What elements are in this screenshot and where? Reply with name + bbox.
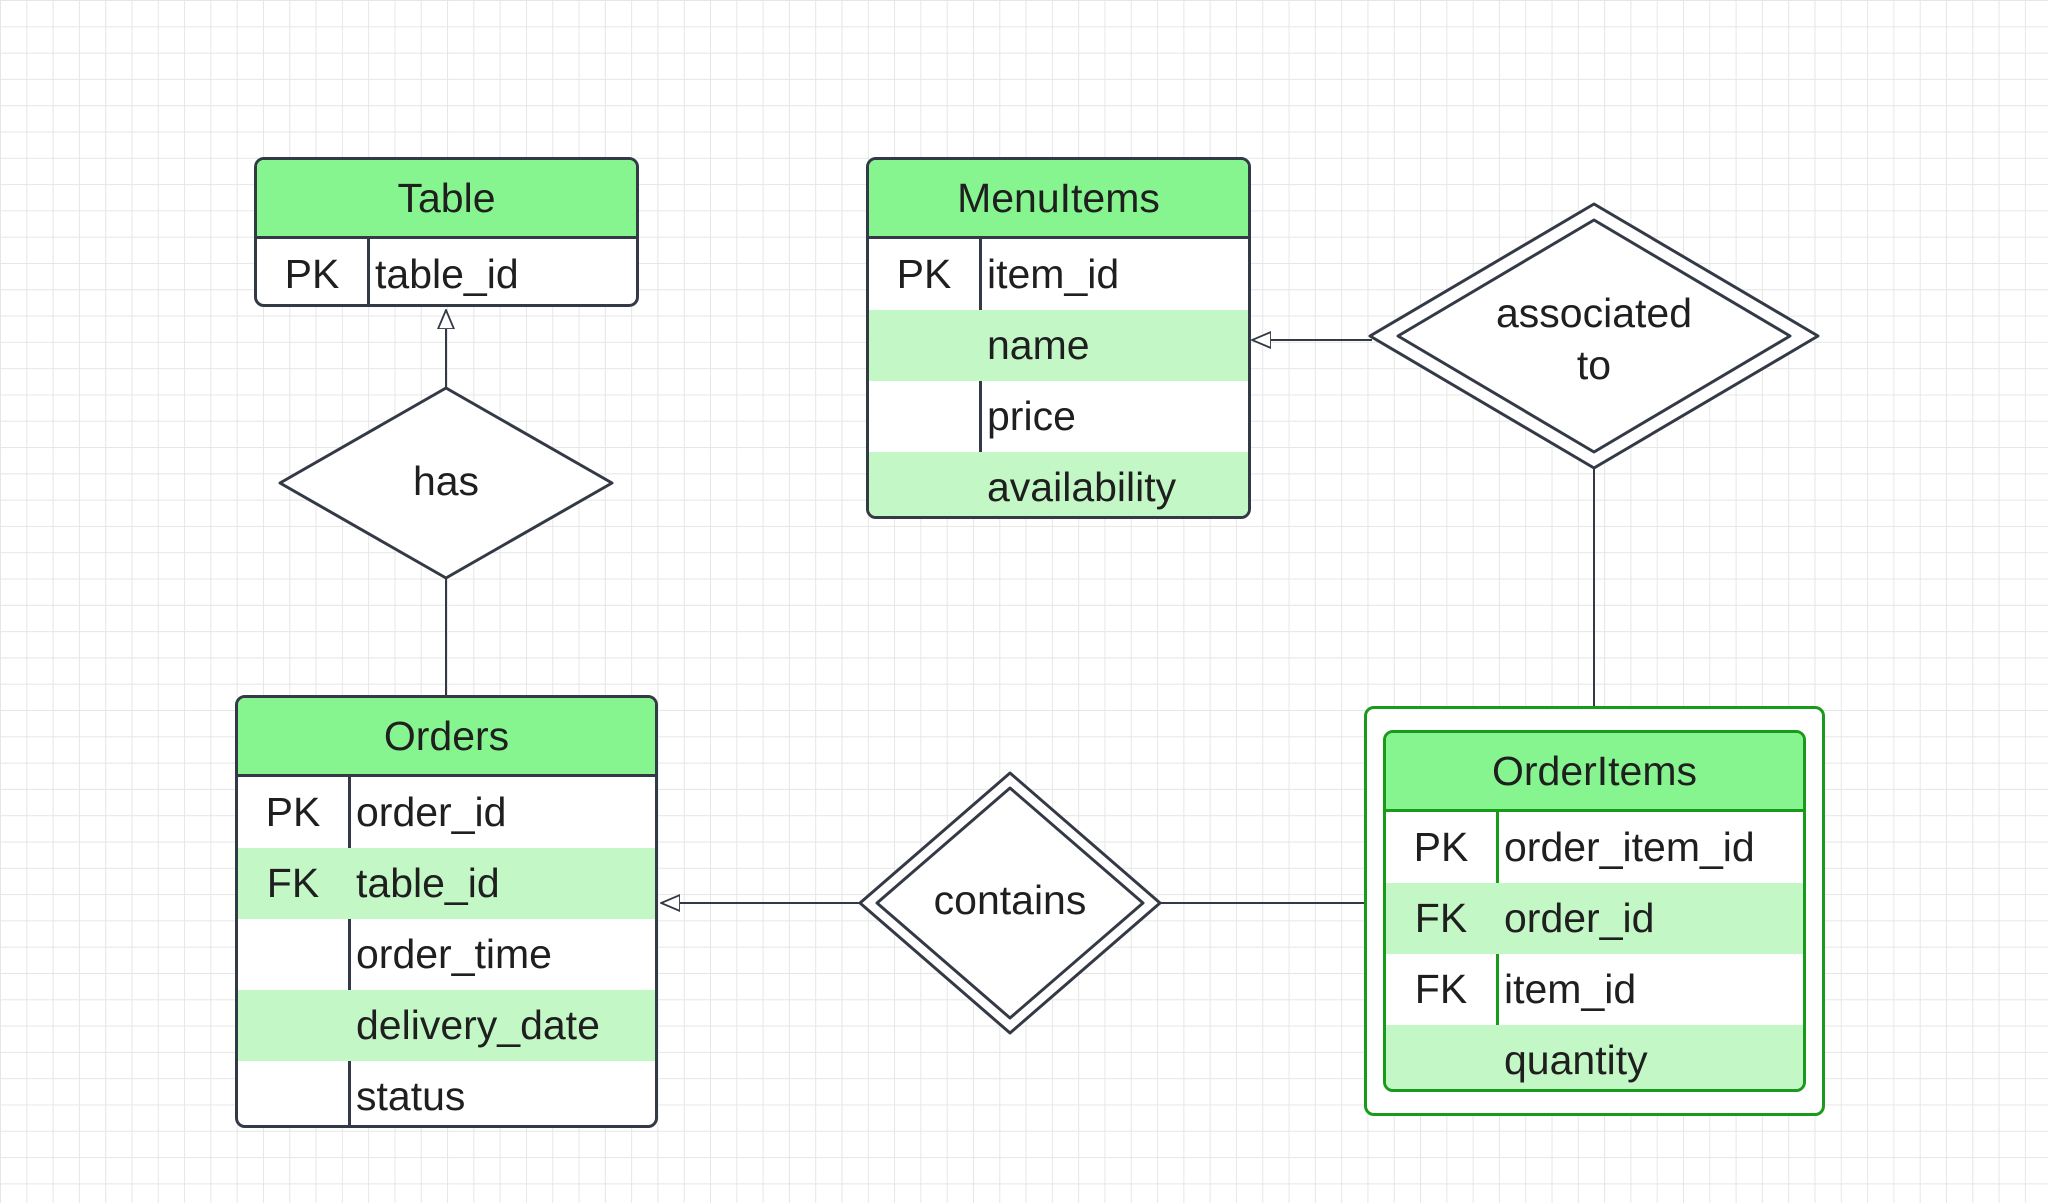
key-label: FK bbox=[1414, 895, 1468, 941]
key-label: PK bbox=[284, 251, 340, 297]
entity-orderitems[interactable]: OrderItems PK order_item_id FK order_id … bbox=[1383, 730, 1806, 1092]
entity-menuitems-title: MenuItems bbox=[869, 160, 1248, 239]
attribute-name: availability bbox=[987, 464, 1177, 510]
entity-menuitems[interactable]: MenuItems PK item_id name price availabi… bbox=[866, 157, 1251, 519]
attribute-name: quantity bbox=[1504, 1037, 1648, 1083]
table-row: PK order_item_id bbox=[1386, 812, 1803, 883]
table-row: PK table_id bbox=[257, 239, 636, 304]
entity-orders-key-divider bbox=[348, 774, 351, 1125]
relationship-associated-to-outer-diamond[interactable] bbox=[1368, 202, 1820, 470]
table-row: FK item_id bbox=[1386, 954, 1803, 1025]
table-row: availability bbox=[869, 452, 1248, 516]
key-label: PK bbox=[265, 789, 321, 835]
table-row: name bbox=[869, 310, 1248, 381]
table-row: quantity bbox=[1386, 1025, 1803, 1089]
attribute-name: name bbox=[987, 322, 1090, 368]
attribute-name: item_id bbox=[987, 251, 1120, 297]
entity-orderitems-title: OrderItems bbox=[1386, 733, 1803, 812]
key-label: FK bbox=[266, 860, 320, 906]
relationship-contains-outer-diamond[interactable] bbox=[858, 771, 1162, 1035]
entity-table[interactable]: Table PK table_id bbox=[254, 157, 639, 307]
table-row: PK order_id bbox=[238, 777, 655, 848]
table-row: FK table_id bbox=[238, 848, 655, 919]
attribute-name: order_id bbox=[1504, 895, 1655, 941]
entity-table-key-divider bbox=[367, 236, 370, 304]
relationship-contains-inner-diamond bbox=[875, 786, 1145, 1020]
table-row: FK order_id bbox=[1386, 883, 1803, 954]
key-label: FK bbox=[1414, 966, 1468, 1012]
attribute-name: price bbox=[987, 393, 1076, 439]
relationship-associated-to-label-line1: associated bbox=[1495, 290, 1692, 336]
relationship-contains-label: contains bbox=[933, 877, 1087, 923]
attribute-name: order_id bbox=[356, 789, 507, 835]
attribute-name: item_id bbox=[1504, 966, 1637, 1012]
relationship-associated-to-inner-diamond bbox=[1396, 218, 1792, 454]
table-row: status bbox=[238, 1061, 655, 1125]
relationship-associated-to-label: associated to bbox=[1444, 287, 1744, 391]
attribute-name: order_item_id bbox=[1504, 824, 1755, 870]
entity-table-title: Table bbox=[257, 160, 636, 239]
table-row: price bbox=[869, 381, 1248, 452]
table-row: order_time bbox=[238, 919, 655, 990]
entity-orders-title: Orders bbox=[238, 698, 655, 777]
table-row: delivery_date bbox=[238, 990, 655, 1061]
attribute-name: order_time bbox=[356, 931, 552, 977]
relationship-associated-to-label-line2: to bbox=[1576, 342, 1612, 388]
key-label: PK bbox=[1413, 824, 1469, 870]
attribute-name: delivery_date bbox=[356, 1002, 600, 1048]
attribute-name: table_id bbox=[375, 251, 519, 297]
table-row: PK item_id bbox=[869, 239, 1248, 310]
relationship-has-label: has bbox=[412, 458, 480, 504]
attribute-name: status bbox=[356, 1073, 466, 1119]
relationship-has-diamond[interactable] bbox=[278, 386, 614, 580]
attribute-name: table_id bbox=[356, 860, 500, 906]
entity-orders[interactable]: Orders PK order_id FK table_id order_tim… bbox=[235, 695, 658, 1128]
key-label: PK bbox=[896, 251, 952, 297]
